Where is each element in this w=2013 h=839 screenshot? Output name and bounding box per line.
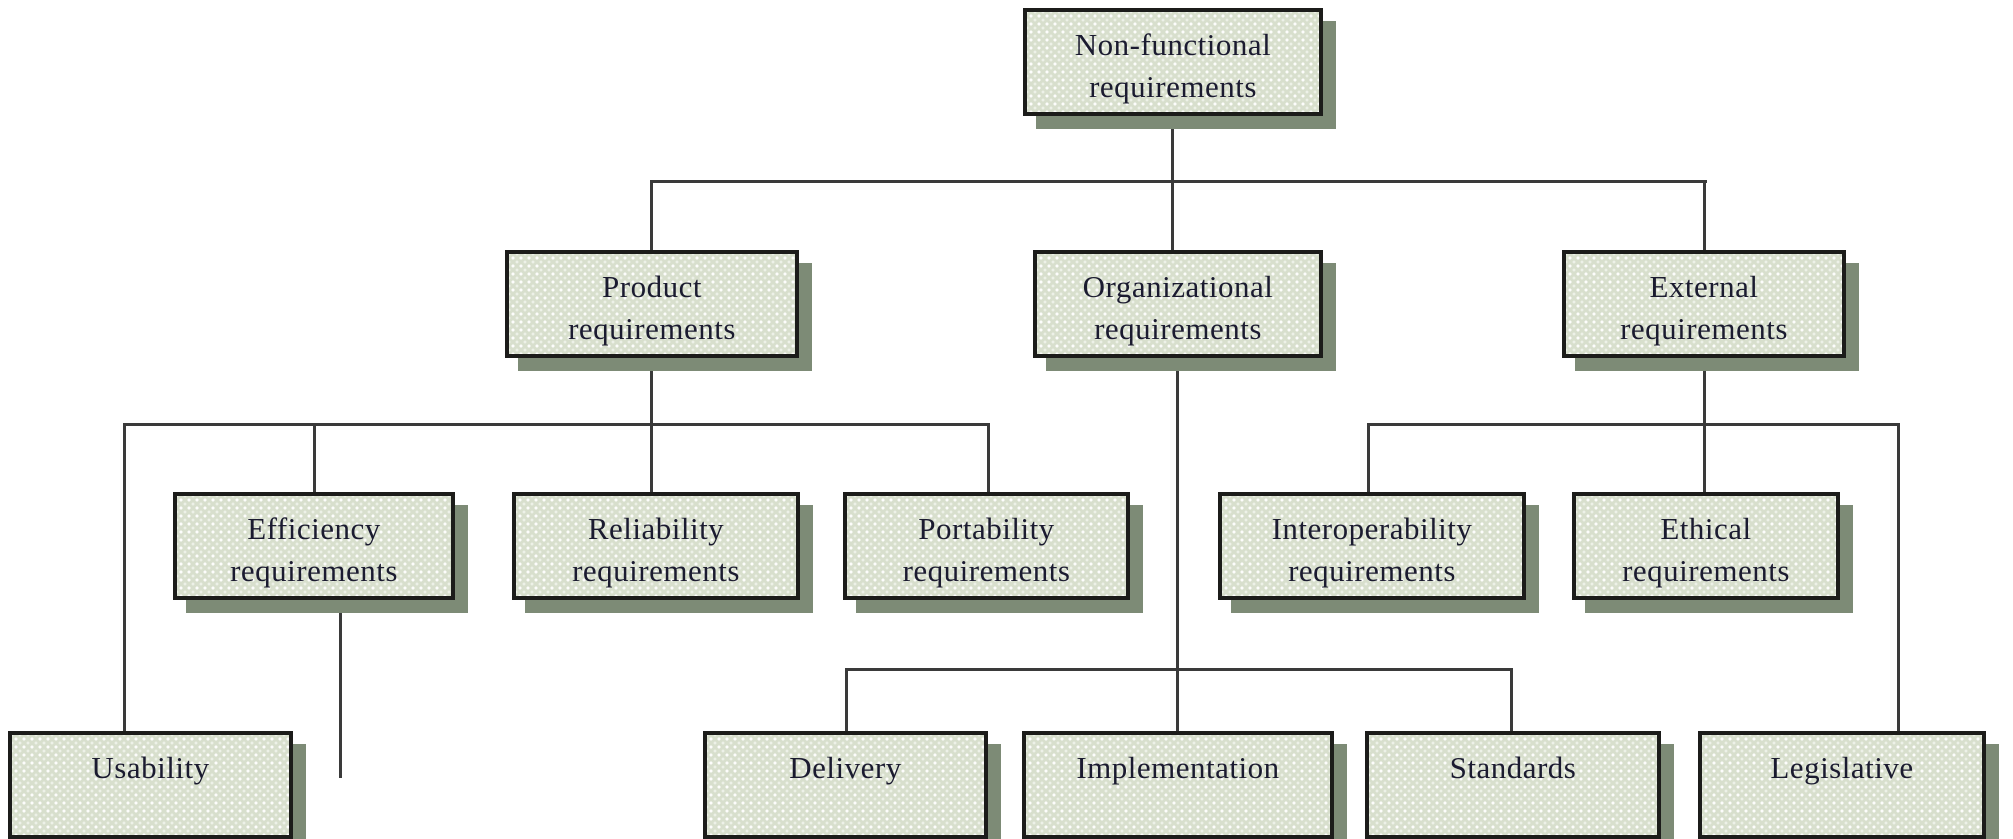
edge-organizational-to-implementation bbox=[1176, 358, 1179, 731]
node-label: Interoperability bbox=[1271, 511, 1473, 546]
node-legislative-requirements-clipped: Legislative bbox=[1698, 731, 1986, 839]
node-ethical-requirements: Ethical requirements bbox=[1572, 492, 1840, 600]
node-label: Reliability bbox=[587, 511, 725, 546]
edge-product-children-bus bbox=[123, 423, 990, 426]
node-standards-requirements-clipped: Standards bbox=[1365, 731, 1661, 839]
edge-efficiency-children-offscreen bbox=[339, 600, 342, 778]
node-efficiency-requirements: Efficiency requirements bbox=[173, 492, 455, 600]
node-portability-requirements: Portability requirements bbox=[843, 492, 1130, 600]
node-implementation-requirements-clipped: Implementation bbox=[1022, 731, 1334, 839]
node-label: requirements bbox=[568, 311, 736, 346]
node-reliability-requirements: Reliability requirements bbox=[512, 492, 800, 600]
edge-external-children-bus bbox=[1367, 423, 1900, 426]
node-product-requirements: Product requirements bbox=[505, 250, 799, 358]
node-label: Implementation bbox=[1076, 750, 1280, 785]
edge-drop-portability bbox=[987, 423, 990, 492]
edge-drop-delivery bbox=[845, 668, 848, 731]
node-label: Efficiency bbox=[247, 511, 381, 546]
node-label: Product bbox=[602, 269, 702, 304]
edge-drop-product bbox=[650, 180, 653, 250]
edge-organizational-children-bus bbox=[845, 668, 1513, 671]
edge-drop-legislative bbox=[1897, 423, 1900, 731]
node-label: requirements bbox=[1089, 69, 1257, 104]
node-label: requirements bbox=[1094, 311, 1262, 346]
node-label: requirements bbox=[1288, 553, 1456, 588]
node-label: External bbox=[1649, 269, 1759, 304]
edge-level1-bus bbox=[650, 180, 1707, 183]
node-label: Usability bbox=[91, 750, 210, 785]
node-label: Non-functional bbox=[1074, 27, 1272, 62]
node-label: Ethical bbox=[1660, 511, 1752, 546]
node-usability-requirements-clipped: Usability bbox=[8, 731, 293, 839]
node-label: Legislative bbox=[1770, 750, 1914, 785]
node-label: Organizational bbox=[1082, 269, 1274, 304]
node-label: Delivery bbox=[789, 750, 902, 785]
edge-nonfunctional-to-organizational bbox=[1171, 116, 1174, 250]
node-delivery-requirements-clipped: Delivery bbox=[703, 731, 988, 839]
node-non-functional-requirements: Non-functional requirements bbox=[1023, 8, 1323, 116]
node-label: requirements bbox=[902, 553, 1071, 588]
edge-drop-standards bbox=[1510, 668, 1513, 731]
node-label: requirements bbox=[572, 553, 740, 588]
node-organizational-requirements: Organizational requirements bbox=[1033, 250, 1323, 358]
node-label: Standards bbox=[1449, 750, 1577, 785]
node-label: Portability bbox=[918, 511, 1055, 546]
node-external-requirements: External requirements bbox=[1562, 250, 1846, 358]
node-label: requirements bbox=[1622, 553, 1790, 588]
node-interoperability-requirements: Interoperability requirements bbox=[1218, 492, 1526, 600]
edge-drop-usability bbox=[123, 423, 126, 731]
node-label: requirements bbox=[1620, 311, 1788, 346]
edge-drop-efficiency bbox=[313, 423, 316, 492]
edge-drop-interoperability bbox=[1367, 423, 1370, 492]
node-label: requirements bbox=[230, 553, 398, 588]
edge-drop-external bbox=[1703, 180, 1706, 250]
